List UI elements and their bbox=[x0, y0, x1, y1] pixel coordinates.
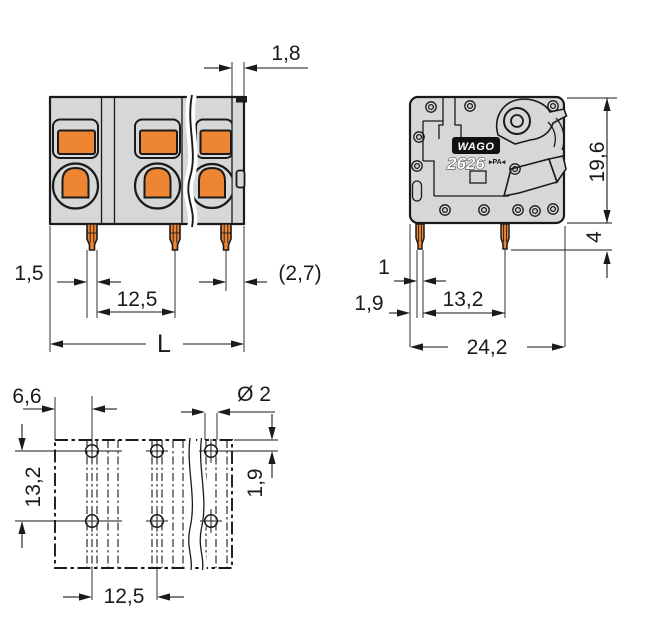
front-pole-1 bbox=[51, 118, 100, 210]
drill-hole bbox=[81, 510, 103, 532]
footprint-dimensions: 6,6 Ø 2 1,9 13,2 12,5 bbox=[12, 383, 278, 608]
solder-pin bbox=[86, 223, 98, 251]
footprint-view: 6,6 Ø 2 1,9 13,2 12,5 bbox=[12, 383, 278, 608]
break-line bbox=[183, 94, 198, 228]
series-number: 2626 bbox=[446, 154, 485, 173]
side-view: WAGO 2626 ▸PA◂ 1 bbox=[354, 95, 617, 359]
side-pins bbox=[415, 223, 510, 250]
material-marking: ▸PA◂ bbox=[488, 159, 506, 166]
dim-hole-diameter: Ø 2 bbox=[237, 383, 271, 406]
dim-front-offset: 1,9 bbox=[354, 292, 383, 315]
dim-row-offset: 1,9 bbox=[244, 468, 267, 497]
dim-depth: 24,2 bbox=[467, 336, 508, 359]
front-view: 1,8 1,5 12,5 (2,7) L bbox=[14, 42, 321, 358]
push-button-3 bbox=[199, 129, 232, 155]
dim-row-spacing: 13,2 bbox=[22, 467, 45, 508]
wago-logo-text: WAGO bbox=[458, 141, 495, 153]
dim-end-plate: 1,8 bbox=[271, 42, 300, 65]
front-dimensions: 1,8 1,5 12,5 (2,7) L bbox=[14, 42, 321, 358]
dim-pin-width: 1,5 bbox=[14, 262, 43, 285]
side-dimensions: 1 1,9 13,2 24,2 19,6 4 bbox=[354, 97, 617, 359]
dim-length: L bbox=[157, 330, 171, 358]
wago-logo-box bbox=[452, 137, 500, 154]
wire-entry-1 bbox=[61, 166, 90, 199]
dim-pin-spacing: 13,2 bbox=[443, 288, 484, 311]
push-button-1 bbox=[57, 129, 96, 155]
drill-holes bbox=[81, 440, 222, 532]
drill-hole bbox=[81, 440, 103, 462]
dim-edge-offset: (2,7) bbox=[278, 262, 321, 285]
housing-bosses bbox=[411, 100, 559, 217]
drill-hole bbox=[200, 510, 222, 532]
dim-edge-to-hole: 6,6 bbox=[12, 385, 41, 408]
solder-pin bbox=[500, 223, 510, 250]
brand-marking: WAGO 2626 ▸PA◂ bbox=[446, 137, 506, 173]
front-pins bbox=[86, 223, 232, 251]
wire-entry-3 bbox=[198, 166, 226, 199]
dim-pin-width: 1 bbox=[378, 256, 390, 279]
solder-pin bbox=[220, 223, 232, 251]
footprint-break-line bbox=[184, 437, 208, 571]
push-button-2 bbox=[139, 129, 178, 155]
drill-hole bbox=[200, 440, 222, 462]
dim-pin-length: 4 bbox=[583, 231, 606, 243]
dim-height: 19,6 bbox=[586, 142, 609, 183]
front-pole-3 bbox=[188, 118, 232, 210]
side-contours bbox=[411, 97, 509, 202]
dim-footprint-pitch: 12,5 bbox=[104, 585, 145, 608]
wire-entry-2 bbox=[143, 166, 172, 199]
footprint-centerlines bbox=[86, 396, 228, 600]
drill-hole bbox=[146, 510, 168, 532]
solder-pin bbox=[169, 223, 181, 251]
front-pole-2 bbox=[133, 118, 182, 210]
drill-hole bbox=[146, 440, 168, 462]
corner-notch bbox=[236, 96, 247, 103]
mounting-tab bbox=[235, 169, 246, 189]
solder-pin bbox=[415, 223, 425, 250]
dim-pitch: 12,5 bbox=[117, 288, 158, 311]
